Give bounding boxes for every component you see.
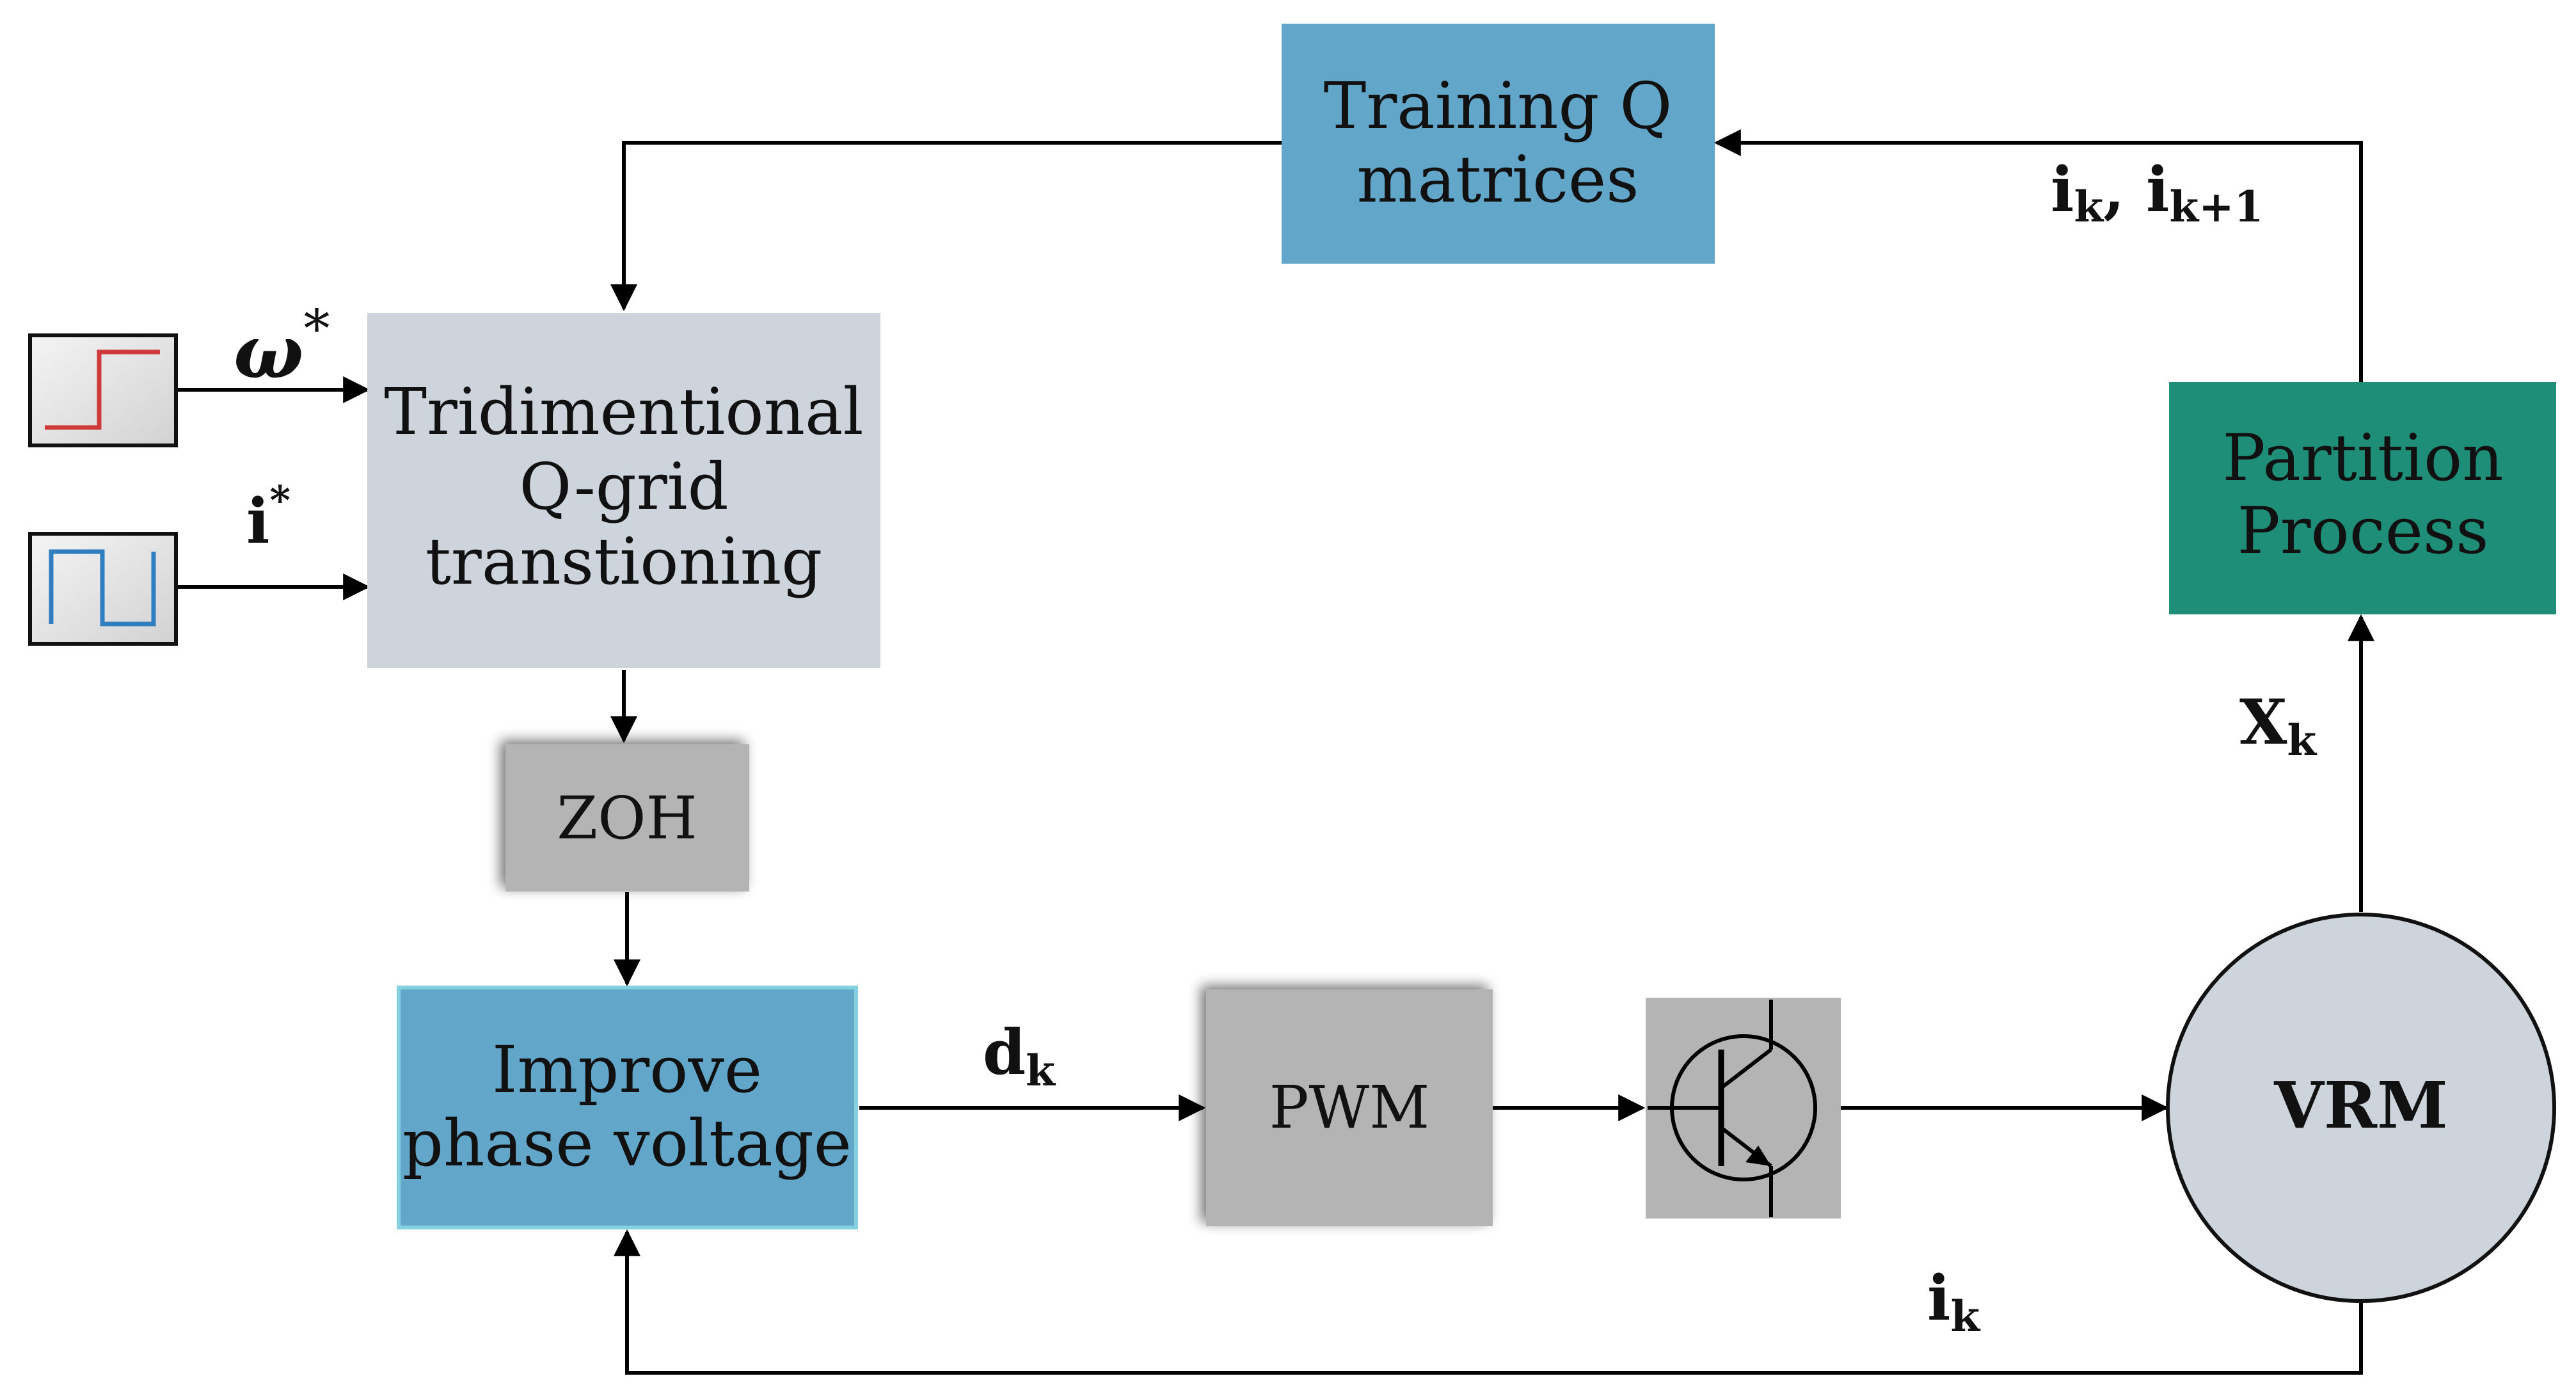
- zoh-block[interactable]: ZOH: [505, 744, 749, 891]
- zoh-block-rect: [505, 744, 749, 891]
- transistor-icon: [1648, 1000, 1817, 1217]
- dk-label: dk: [983, 1016, 1056, 1096]
- transistor-switch-block[interactable]: [1646, 998, 1841, 1219]
- improve-label-line2: phase voltage: [402, 1106, 852, 1181]
- xk-label: Xk: [2239, 686, 2317, 765]
- training-label-line2: matrices: [1357, 142, 1639, 217]
- pulse-waveform-icon: [49, 549, 156, 627]
- partition-process-block[interactable]: Partition Process: [2169, 382, 2556, 614]
- vrm-block[interactable]: VRM: [2166, 913, 2556, 1303]
- pulse-source-block[interactable]: [28, 532, 178, 646]
- tridimentional-block-rect: [367, 313, 880, 668]
- connections: [178, 129, 2374, 1375]
- tridimentional-label-line3: transtioning: [425, 524, 823, 599]
- vrm-circle: [2166, 913, 2556, 1303]
- step-source-block[interactable]: [28, 333, 178, 447]
- zoh-label: ZOH: [557, 784, 697, 852]
- tridimentional-label-line1: Tridimentional: [384, 374, 863, 449]
- pwm-block-rect: [1206, 989, 1493, 1226]
- partition-block-rect: [2169, 382, 2556, 614]
- tridimentional-q-grid-block[interactable]: Tridimentional Q-grid transtioning: [367, 313, 880, 668]
- i-ref-label: i*: [246, 477, 290, 557]
- pwm-block[interactable]: PWM: [1206, 989, 1493, 1226]
- step-waveform-icon: [45, 349, 160, 430]
- training-block-rect: [1282, 24, 1715, 264]
- improve-label-line1: Improve: [492, 1032, 762, 1107]
- wire-vrm-feedback-to-improve: [614, 1229, 2363, 1375]
- vrm-label: VRM: [2273, 1067, 2447, 1143]
- partition-label-line1: Partition: [2222, 420, 2503, 495]
- ik-feedback-label: ik: [1927, 1262, 1980, 1341]
- training-q-matrices-block[interactable]: Training Q matrices: [1282, 24, 1715, 264]
- wire-training-to-tridimentional: [610, 141, 1282, 312]
- tridimentional-label-line2: Q-grid: [519, 449, 728, 524]
- improve-phase-voltage-block[interactable]: Improve phase voltage: [397, 986, 858, 1229]
- omega-ref-label: ω*: [234, 299, 330, 396]
- wire-partition-to-training: [1713, 129, 2363, 382]
- pwm-label: PWM: [1269, 1073, 1430, 1142]
- improve-block-rect: [397, 986, 858, 1229]
- training-label-line1: Training Q: [1324, 68, 1673, 143]
- ik-ik1-label: ik, ik+1: [2051, 154, 2263, 232]
- partition-label-line2: Process: [2237, 493, 2488, 568]
